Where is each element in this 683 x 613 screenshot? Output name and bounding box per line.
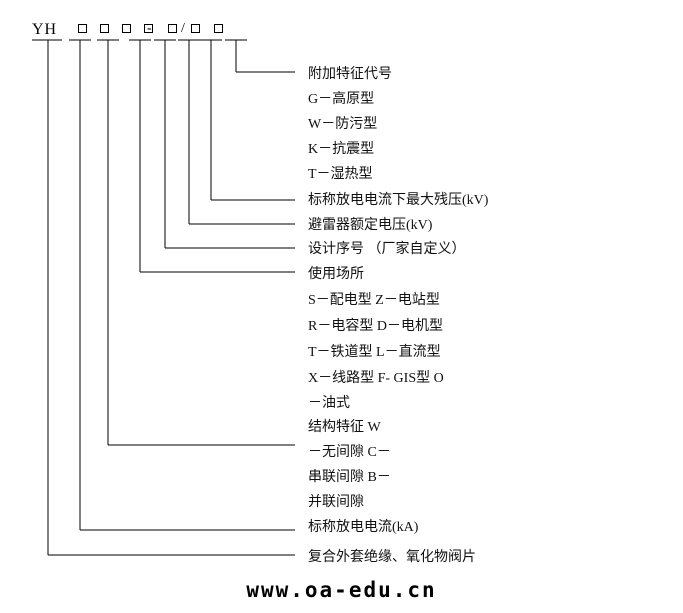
model-code-row: YH - /	[0, 0, 683, 46]
label-gapless-c: －无间隙 C－	[308, 445, 391, 460]
label-antifouling-type: W－防污型	[308, 117, 378, 132]
label-residual-voltage: 标称放电电流下最大残压(kV)	[308, 193, 489, 208]
label-plateau-type: G－高原型	[308, 92, 375, 107]
label-type-t-l: T－铁道型 L－直流型	[308, 345, 441, 360]
label-rated-voltage: 避雷器额定电压(kV)	[308, 218, 433, 233]
label-type-s-z: S－配电型 Z－电站型	[308, 293, 440, 308]
code-box-6	[191, 24, 200, 33]
label-structure-feature: 结构特征 W	[308, 420, 381, 435]
label-damp-heat-type: T－湿热型	[308, 167, 373, 182]
code-box-2	[100, 24, 109, 33]
code-box-3	[122, 24, 131, 33]
label-composite-housing: 复合外套绝缘、氧化物阀片	[308, 550, 476, 565]
label-type-x-f-o: X－线路型 F- GIS型 O	[308, 371, 444, 386]
model-prefix-yh: YH	[32, 21, 58, 38]
code-box-7	[214, 24, 223, 33]
label-type-oil: －油式	[308, 396, 350, 411]
label-shunt-gap: 并联间隙	[308, 495, 364, 510]
site-watermark: www.oa-edu.cn	[246, 578, 437, 602]
label-seismic-type: K－抗震型	[308, 142, 375, 157]
label-additional-feature-code: 附加特征代号	[308, 67, 392, 82]
label-type-r-d: R－电容型 D－电机型	[308, 319, 443, 334]
code-box-5	[168, 24, 177, 33]
code-separator-2: /	[181, 21, 185, 36]
label-nominal-discharge-current: 标称放电电流(kA)	[308, 520, 419, 535]
code-box-1	[78, 24, 87, 33]
code-separator-1: -	[147, 21, 152, 36]
label-design-serial-number: 设计序号 （厂家自定义）	[308, 242, 466, 257]
label-application-site: 使用场所	[308, 267, 364, 282]
code-box-4	[144, 24, 153, 33]
label-series-gap-b: 串联间隙 B－	[308, 470, 391, 485]
